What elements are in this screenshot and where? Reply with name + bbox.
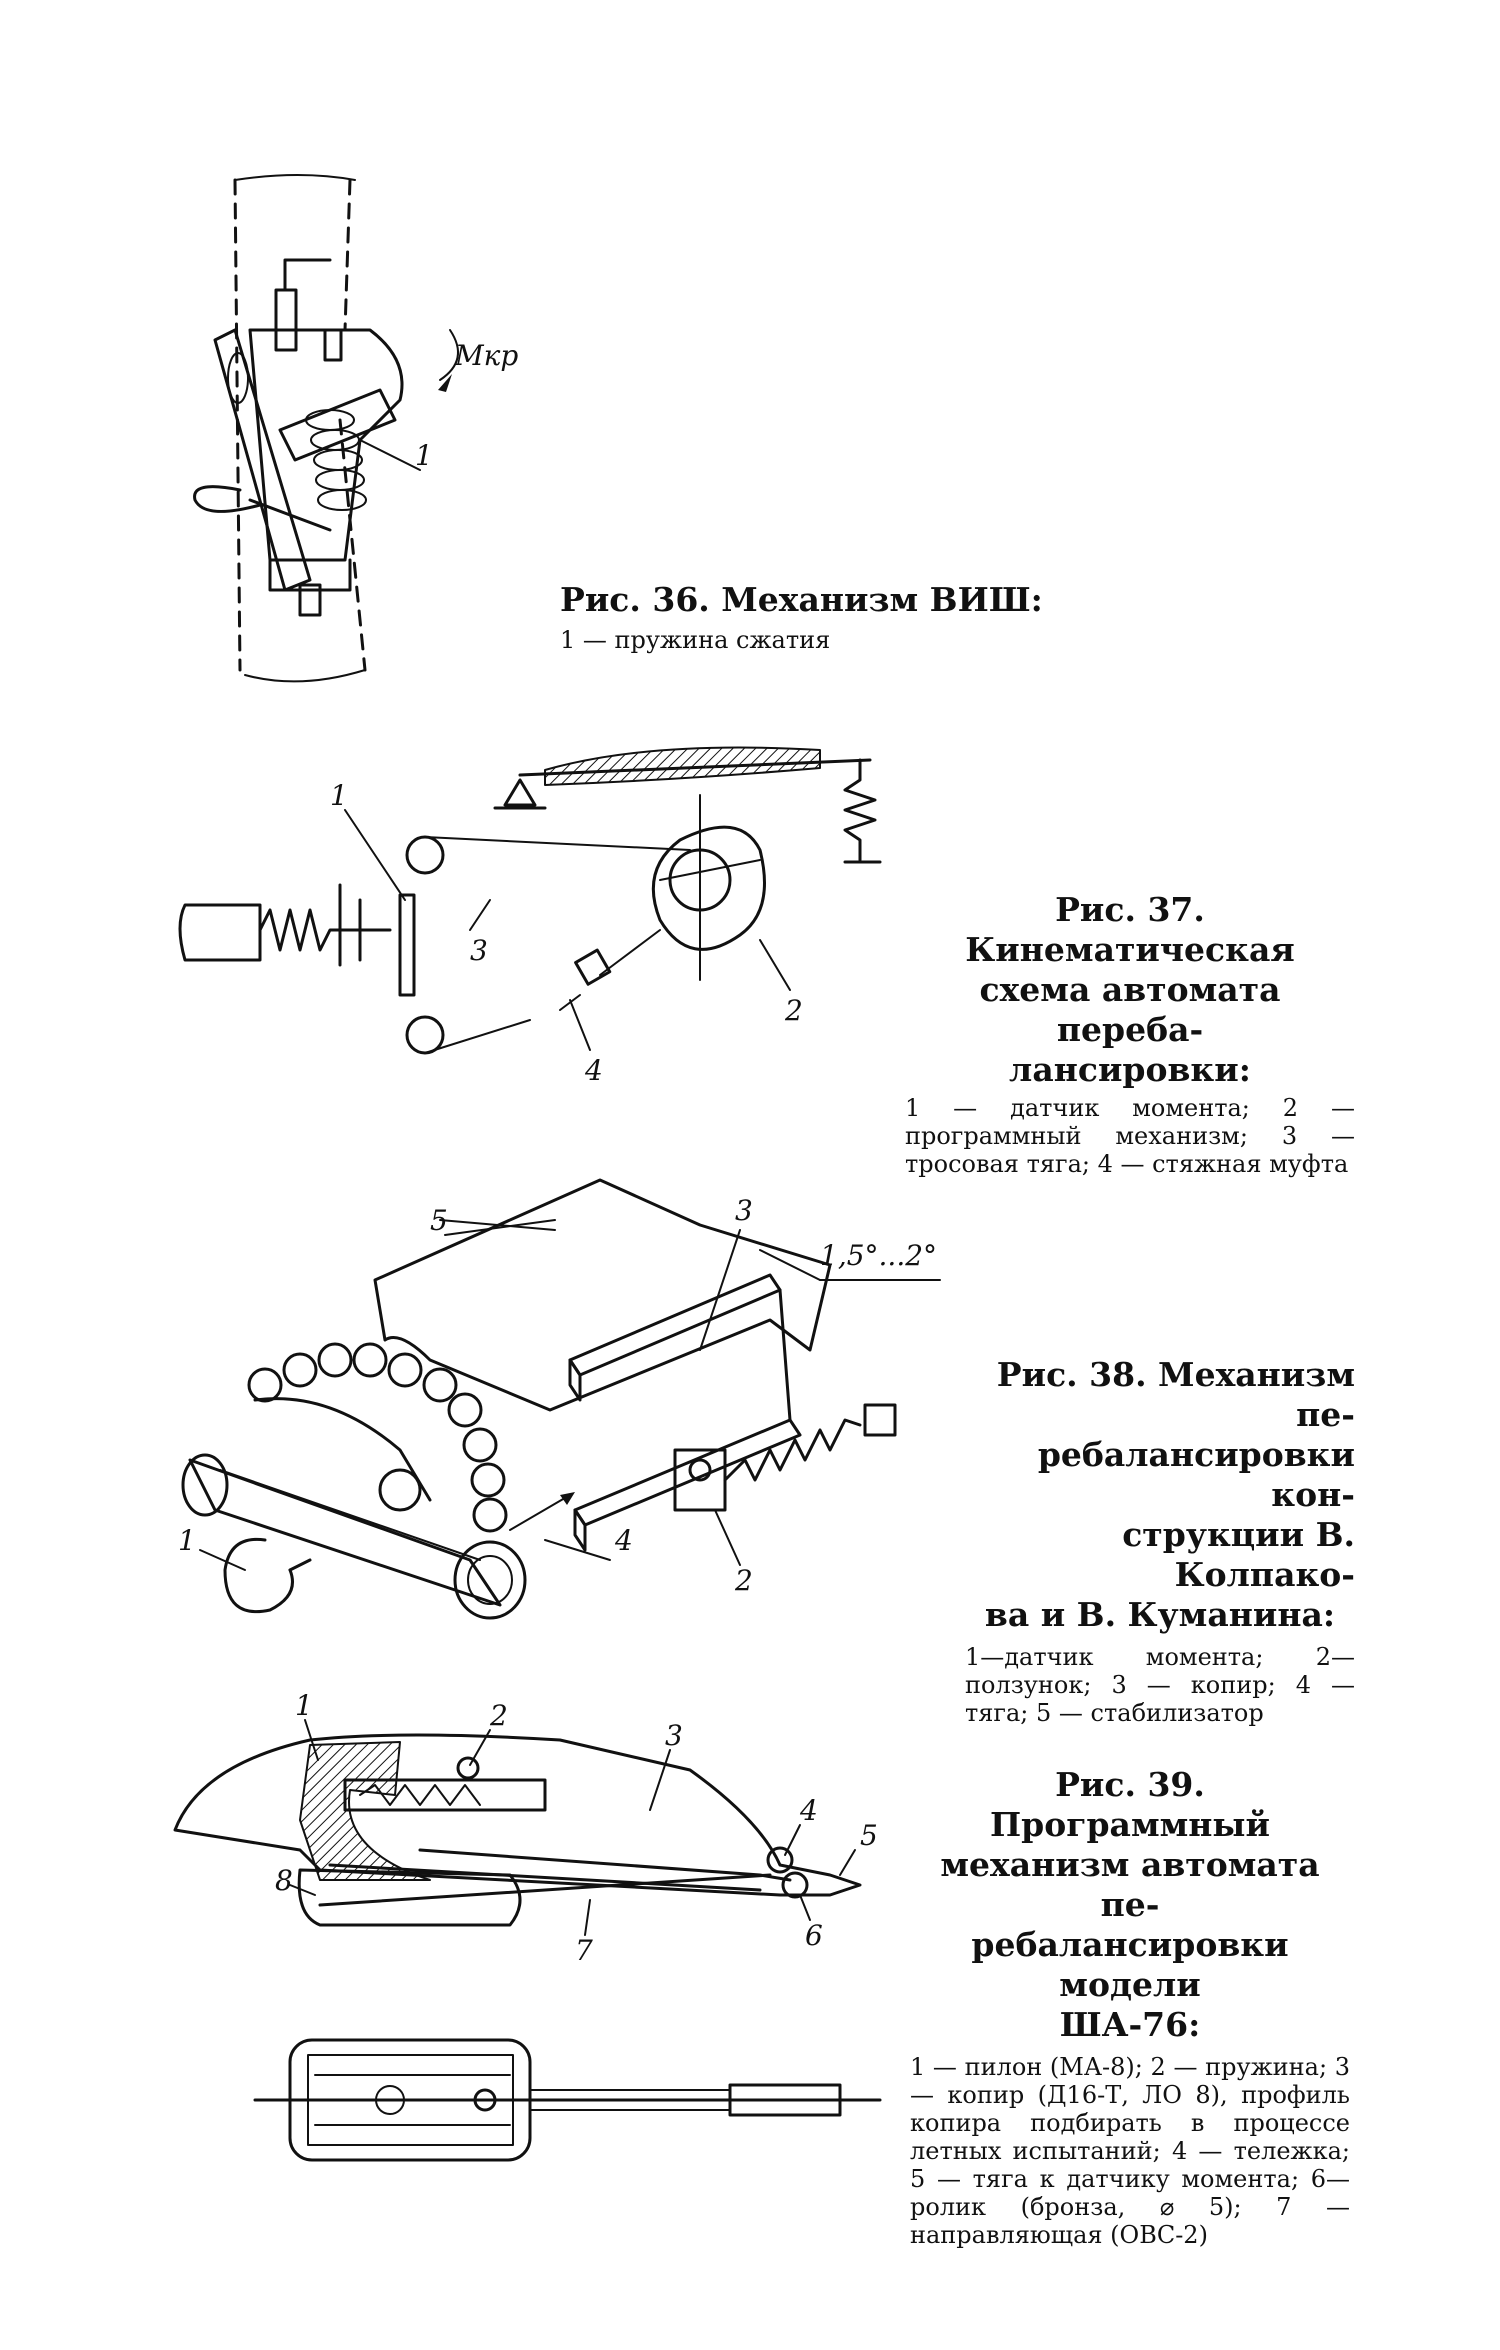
label-4: 4 <box>799 1794 818 1827</box>
figure-39-title-2: механизм автомата пе- <box>940 1845 1320 1924</box>
label-7: 7 <box>575 1934 593 1967</box>
sensor-tube <box>188 1458 502 1607</box>
figure-38-drawing: 3 5 1,5°...2° 2 1 4 <box>178 1178 941 1620</box>
label-2: 2 <box>734 1564 753 1597</box>
label-6: 6 <box>805 1919 823 1952</box>
label-1: 1 <box>330 779 348 812</box>
label-2: 2 <box>784 994 803 1027</box>
cam <box>651 825 766 951</box>
figure-39-drawing: 1 2 3 4 5 8 7 6 <box>173 1689 882 2162</box>
figure-36-drawing: Mкр 1 <box>193 174 518 683</box>
figure-37: 1 3 2 4 Рис. 37. Кинематическая схема ав… <box>0 700 1500 1178</box>
figure-36-legend: 1 — пружина сжатия <box>560 626 831 654</box>
label-3: 3 <box>470 934 488 967</box>
angle-label: 1,5°...2° <box>820 1239 937 1272</box>
figure-37-title-3: лансировки: <box>1009 1050 1251 1089</box>
label-4: 4 <box>614 1524 633 1557</box>
figure-38-title-3: струкции В. Колпако- <box>1122 1515 1355 1594</box>
label-1: 1 <box>295 1689 313 1722</box>
figure-39-title-4: ША-76: <box>1059 2005 1201 2044</box>
figure-38-title-1: Рис. 38. Механизм пе- <box>996 1355 1355 1434</box>
label-1: 1 <box>178 1524 196 1557</box>
label-3: 3 <box>665 1719 683 1752</box>
spring-label: 1 <box>415 439 433 472</box>
label-5: 5 <box>860 1819 878 1852</box>
label-5: 5 <box>430 1204 448 1237</box>
figure-39-title-3: ребалансировки модели <box>971 1925 1289 2004</box>
figure-39-caption: Рис. 39. Программный механизм автомата п… <box>910 1765 1350 2249</box>
figure-36-caption: Рис. 36. Механизм ВИШ: 1 — пружина сжати… <box>560 580 1060 654</box>
figure-38-legend: 1—датчик момента; 2—ползунок; 3 — копир;… <box>965 1643 1355 1727</box>
figure-39-title-1: Рис. 39. Программный <box>990 1765 1270 1844</box>
figure-38-title-2: ребалансировки кон- <box>1037 1435 1355 1514</box>
label-3: 3 <box>735 1194 753 1227</box>
figure-36-title: Рис. 36. Механизм ВИШ: <box>560 580 1043 619</box>
chain-links <box>247 1342 508 1533</box>
label-4: 4 <box>584 1054 603 1087</box>
figure-37-title-1: Рис. 37. Кинематическая <box>965 890 1295 969</box>
stabilizer-plate <box>373 1178 832 1412</box>
label-2: 2 <box>489 1699 508 1732</box>
figure-37-drawing: 1 3 2 4 <box>178 746 882 1087</box>
figure-38: 3 5 1,5°...2° 2 1 4 Рис. 38. Механизм пе… <box>0 1150 1500 1727</box>
label-8: 8 <box>275 1864 293 1897</box>
compression-spring <box>305 409 367 511</box>
torque-label: Mкр <box>454 339 518 372</box>
figure-37-title-2: схема автомата переба- <box>979 970 1281 1049</box>
figure-37-legend: 1 — датчик момента; 2 — программный меха… <box>905 1094 1355 1178</box>
figure-39: 1 2 3 4 5 8 7 6 Рис. 39. Программный мех… <box>0 1670 1500 2350</box>
figure-37-caption: Рис. 37. Кинематическая схема автомата п… <box>905 890 1355 1178</box>
figure-39-legend: 1 — пилон (МА-8); 2 — пружина; 3 — копир… <box>910 2053 1350 2249</box>
figure-36: Mкр 1 Рис. 36. Механизм ВИШ: 1 — пружина… <box>0 0 1500 700</box>
figure-38-title-4: ва и В. Куманина: <box>984 1595 1336 1634</box>
figure-38-caption: Рис. 38. Механизм пе- ребалансировки кон… <box>965 1355 1355 1727</box>
